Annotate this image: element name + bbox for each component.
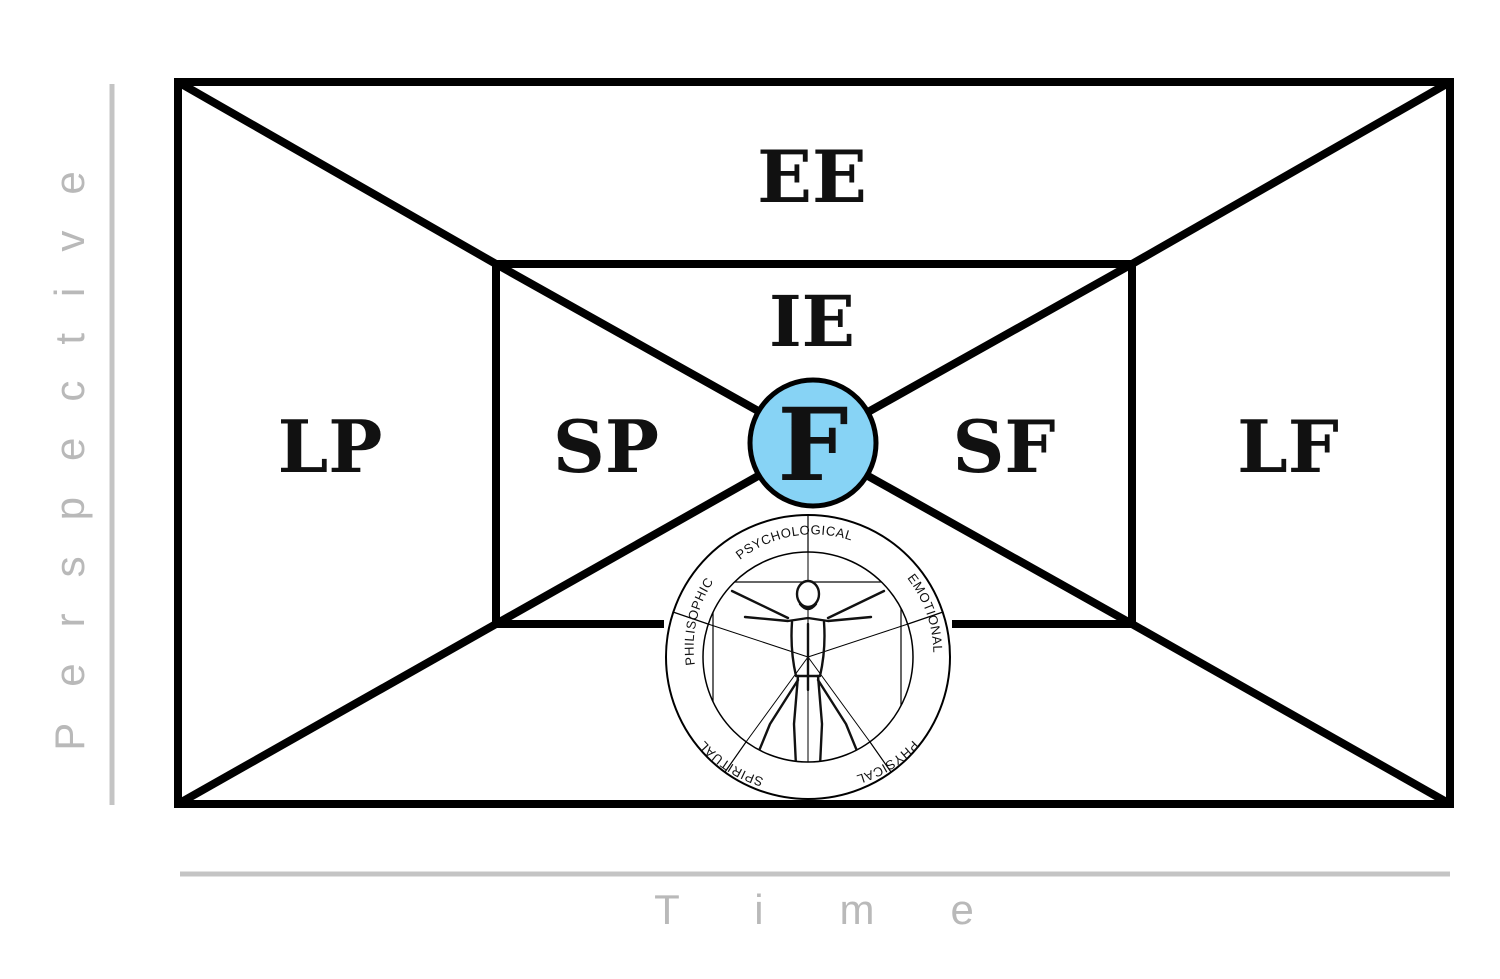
zone-ee-label: EE — [757, 134, 867, 219]
inner-diagonal-br — [866, 472, 1134, 628]
diagonal-tl — [176, 78, 498, 268]
center-circle — [747, 377, 879, 509]
diagonal-bl — [176, 620, 498, 808]
zone-ie-label: IE — [769, 280, 855, 363]
outer-frame — [174, 78, 1454, 808]
zone-lp-label: LP — [278, 404, 383, 489]
zone-sp-label: SP — [553, 404, 659, 489]
emblem-segment-philisophical: PHILISOPHICAL — [0, 0, 716, 666]
diagonal-br — [1130, 620, 1452, 808]
zone-lf-label: LF — [1237, 404, 1339, 489]
zone-center-label: F — [778, 386, 849, 504]
inner-diagonal-tr — [866, 260, 1134, 416]
inner-diagonal-bl — [494, 472, 760, 628]
zone-sf-label: SF — [952, 404, 1055, 489]
inner-diagonal-tl — [494, 260, 762, 416]
vertical-axis-label: Perspective — [46, 135, 93, 750]
diagonal-tr — [1130, 78, 1452, 268]
horizontal-axis-label: Time — [654, 886, 1050, 933]
